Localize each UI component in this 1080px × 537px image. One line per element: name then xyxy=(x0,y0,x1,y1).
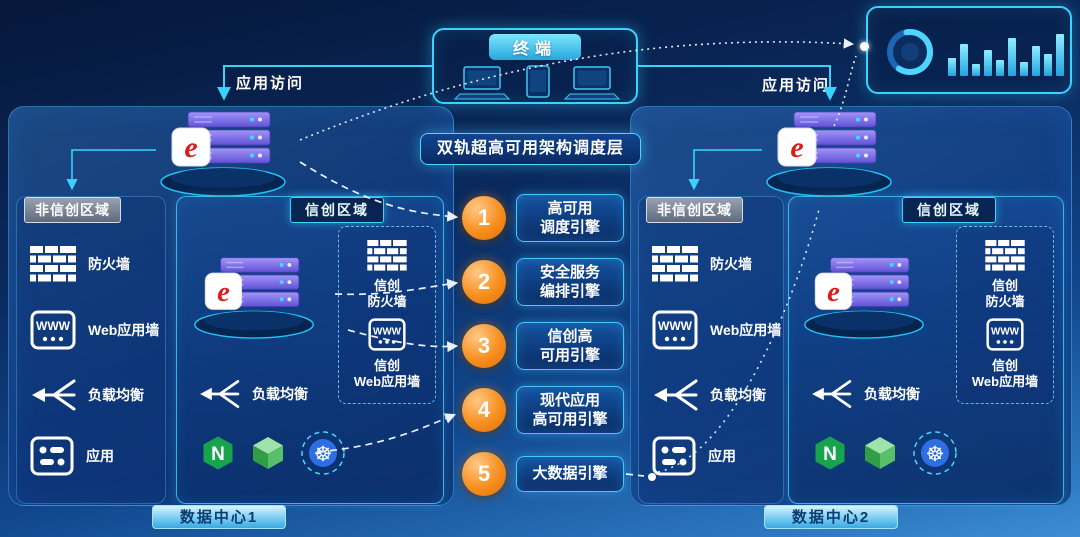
item-label: 应用 xyxy=(86,448,114,464)
load-balancer-icon xyxy=(30,375,76,415)
terminal-box: 终端 xyxy=(432,28,638,104)
xc-waf-label: 信创 Web应用墙 xyxy=(971,357,1039,389)
app-icon xyxy=(652,436,696,476)
dc2-item-firewall: 防火墙 xyxy=(652,246,752,282)
app-icon xyxy=(30,436,74,476)
engine-1-label: 高可用 调度引擎 xyxy=(516,194,624,242)
dc1-xc-runtime-icons xyxy=(200,430,346,476)
bar-chart xyxy=(948,18,1064,76)
dc2-non-xc-zone-label: 非信创区域 xyxy=(646,197,743,223)
xc-waf-label: 信创 Web应用墙 xyxy=(353,357,421,389)
bar xyxy=(984,50,992,76)
metrics-dashboard xyxy=(866,6,1072,94)
item-label: Web应用墙 xyxy=(710,322,782,338)
firewall-icon xyxy=(985,240,1025,271)
item-label: 负载均衡 xyxy=(864,386,920,402)
devices-icon xyxy=(452,64,622,104)
dc2-label: 数据中心2 xyxy=(764,505,898,529)
access-label-left: 应用访问 xyxy=(236,75,305,92)
dc1-xc-zone-label: 信创区域 xyxy=(290,197,384,223)
gauge-icon xyxy=(887,29,933,75)
dc1-non-xc-zone-label: 非信创区域 xyxy=(24,197,121,223)
engine-1-number: 1 xyxy=(462,196,506,240)
load-balancer-icon xyxy=(652,375,698,415)
dc2-xc-server-stack-icon xyxy=(800,250,928,342)
container-cube-icon xyxy=(250,435,286,471)
dc2-xc-zone-label: 信创区域 xyxy=(902,197,996,223)
engine-3-label: 信创高 可用引擎 xyxy=(516,322,624,370)
kubernetes-icon xyxy=(912,430,958,476)
bar xyxy=(972,64,980,76)
item-label: 防火墙 xyxy=(88,256,130,272)
dc2-item-app: 应用 xyxy=(652,436,736,476)
item-label: Web应用墙 xyxy=(88,322,160,338)
engine-2-label: 安全服务 编排引擎 xyxy=(516,258,624,306)
container-cube-icon xyxy=(862,435,898,471)
item-label: 应用 xyxy=(708,448,736,464)
engine-3-number: 3 xyxy=(462,324,506,368)
dc1-item-lb: 负载均衡 xyxy=(30,375,144,415)
bar xyxy=(1008,38,1016,76)
firewall-icon xyxy=(652,246,698,282)
bar xyxy=(1056,34,1064,76)
dc2-item-lb: 负载均衡 xyxy=(652,375,766,415)
engine-5-number: 5 xyxy=(462,452,506,496)
www-icon xyxy=(652,310,698,350)
dc2-xc-walls-box: 信创 防火墙 信创 Web应用墙 xyxy=(956,226,1054,404)
dc1-server-stack-icon xyxy=(156,104,290,200)
nginx-icon xyxy=(812,435,848,471)
dc1-item-waf: Web应用墙 xyxy=(30,310,159,350)
engine-4-number: 4 xyxy=(462,388,506,432)
bar xyxy=(1044,54,1052,76)
xc-firewall-label: 信创 防火墙 xyxy=(367,278,407,310)
xc-firewall-label: 信创 防火墙 xyxy=(985,278,1025,310)
dc1-item-app: 应用 xyxy=(30,436,114,476)
bar xyxy=(960,44,968,76)
firewall-icon xyxy=(30,246,76,282)
load-balancer-icon xyxy=(810,376,852,412)
terminal-label: 终端 xyxy=(488,34,582,60)
dc2-item-waf: Web应用墙 xyxy=(652,310,781,350)
www-icon xyxy=(986,318,1024,351)
load-balancer-icon xyxy=(198,376,240,412)
dc1-item-firewall: 防火墙 xyxy=(30,246,130,282)
dc1-xc-lb: 负载均衡 xyxy=(198,376,308,412)
engine-2-number: 2 xyxy=(462,260,506,304)
www-icon xyxy=(30,310,76,350)
engine-4-label: 现代应用 高可用引擎 xyxy=(516,386,624,434)
dc2-server-stack-icon xyxy=(762,104,896,200)
connector-dot xyxy=(860,42,869,51)
nginx-icon xyxy=(200,435,236,471)
item-label: 负载均衡 xyxy=(252,386,308,402)
dc2-xc-runtime-icons xyxy=(812,430,958,476)
bar xyxy=(948,58,956,76)
access-label-right: 应用访问 xyxy=(762,77,831,94)
item-label: 负载均衡 xyxy=(710,387,766,403)
bar xyxy=(1032,46,1040,76)
dc1-xc-server-stack-icon xyxy=(190,250,318,342)
kubernetes-icon xyxy=(300,430,346,476)
dc1-xc-walls-box: 信创 防火墙 信创 Web应用墙 xyxy=(338,226,436,404)
bar xyxy=(1020,62,1028,76)
dc2-xc-lb: 负载均衡 xyxy=(810,376,920,412)
item-label: 负载均衡 xyxy=(88,387,144,403)
firewall-icon xyxy=(367,240,407,271)
engine-5-label: 大数据引擎 xyxy=(516,456,624,492)
www-icon xyxy=(368,318,406,351)
dc1-label: 数据中心1 xyxy=(152,505,286,529)
bar xyxy=(996,60,1004,76)
item-label: 防火墙 xyxy=(710,256,752,272)
page-title: 双轨超高可用架构调度层 xyxy=(420,133,642,165)
